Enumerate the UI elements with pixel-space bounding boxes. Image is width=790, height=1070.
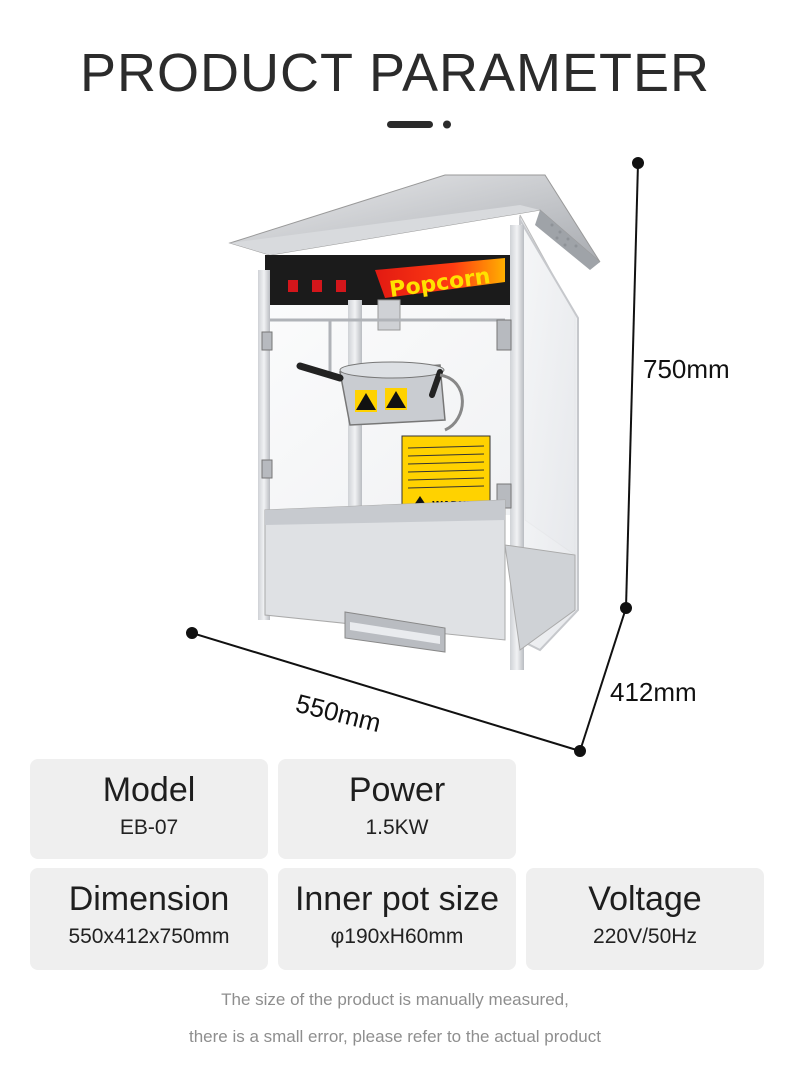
spec-label: Inner pot size — [294, 880, 500, 918]
measurement-note-line-2: there is a small error, please refer to … — [189, 1027, 601, 1046]
kettle — [296, 361, 464, 432]
spec-value: EB-07 — [119, 816, 179, 839]
spec-value: 220V/50Hz — [593, 925, 697, 948]
spec-label: Model — [102, 771, 196, 809]
spec-card-voltage: Voltage 220V/50Hz — [526, 868, 764, 970]
height-dimension-label: 750mm — [643, 354, 730, 384]
product-illustration: Popcorn — [0, 140, 790, 760]
spec-card-power: Power 1.5KW — [278, 759, 516, 859]
popcorn-machine-image: Popcorn — [186, 157, 644, 757]
spec-card-dimension: Dimension 550x412x750mm — [30, 868, 268, 970]
spec-label: Voltage — [588, 880, 702, 918]
measurement-note-line-1: The size of the product is manually meas… — [221, 990, 569, 1009]
spec-card-model: Model EB-07 — [30, 759, 268, 859]
dimension-lines — [186, 157, 644, 757]
spec-value: 1.5KW — [365, 816, 429, 839]
spec-card-inner-pot: Inner pot size φ190xH60mm — [278, 868, 516, 970]
spec-label: Power — [348, 771, 446, 809]
page-title: PRODUCT PARAMETER — [79, 43, 711, 103]
title-divider-icon — [387, 120, 451, 129]
control-switches — [288, 280, 346, 292]
depth-dimension-label: 412mm — [610, 677, 697, 707]
spec-label: Dimension — [68, 880, 230, 918]
spec-value: φ190xH60mm — [330, 925, 464, 948]
spec-value: 550x412x750mm — [68, 925, 230, 948]
